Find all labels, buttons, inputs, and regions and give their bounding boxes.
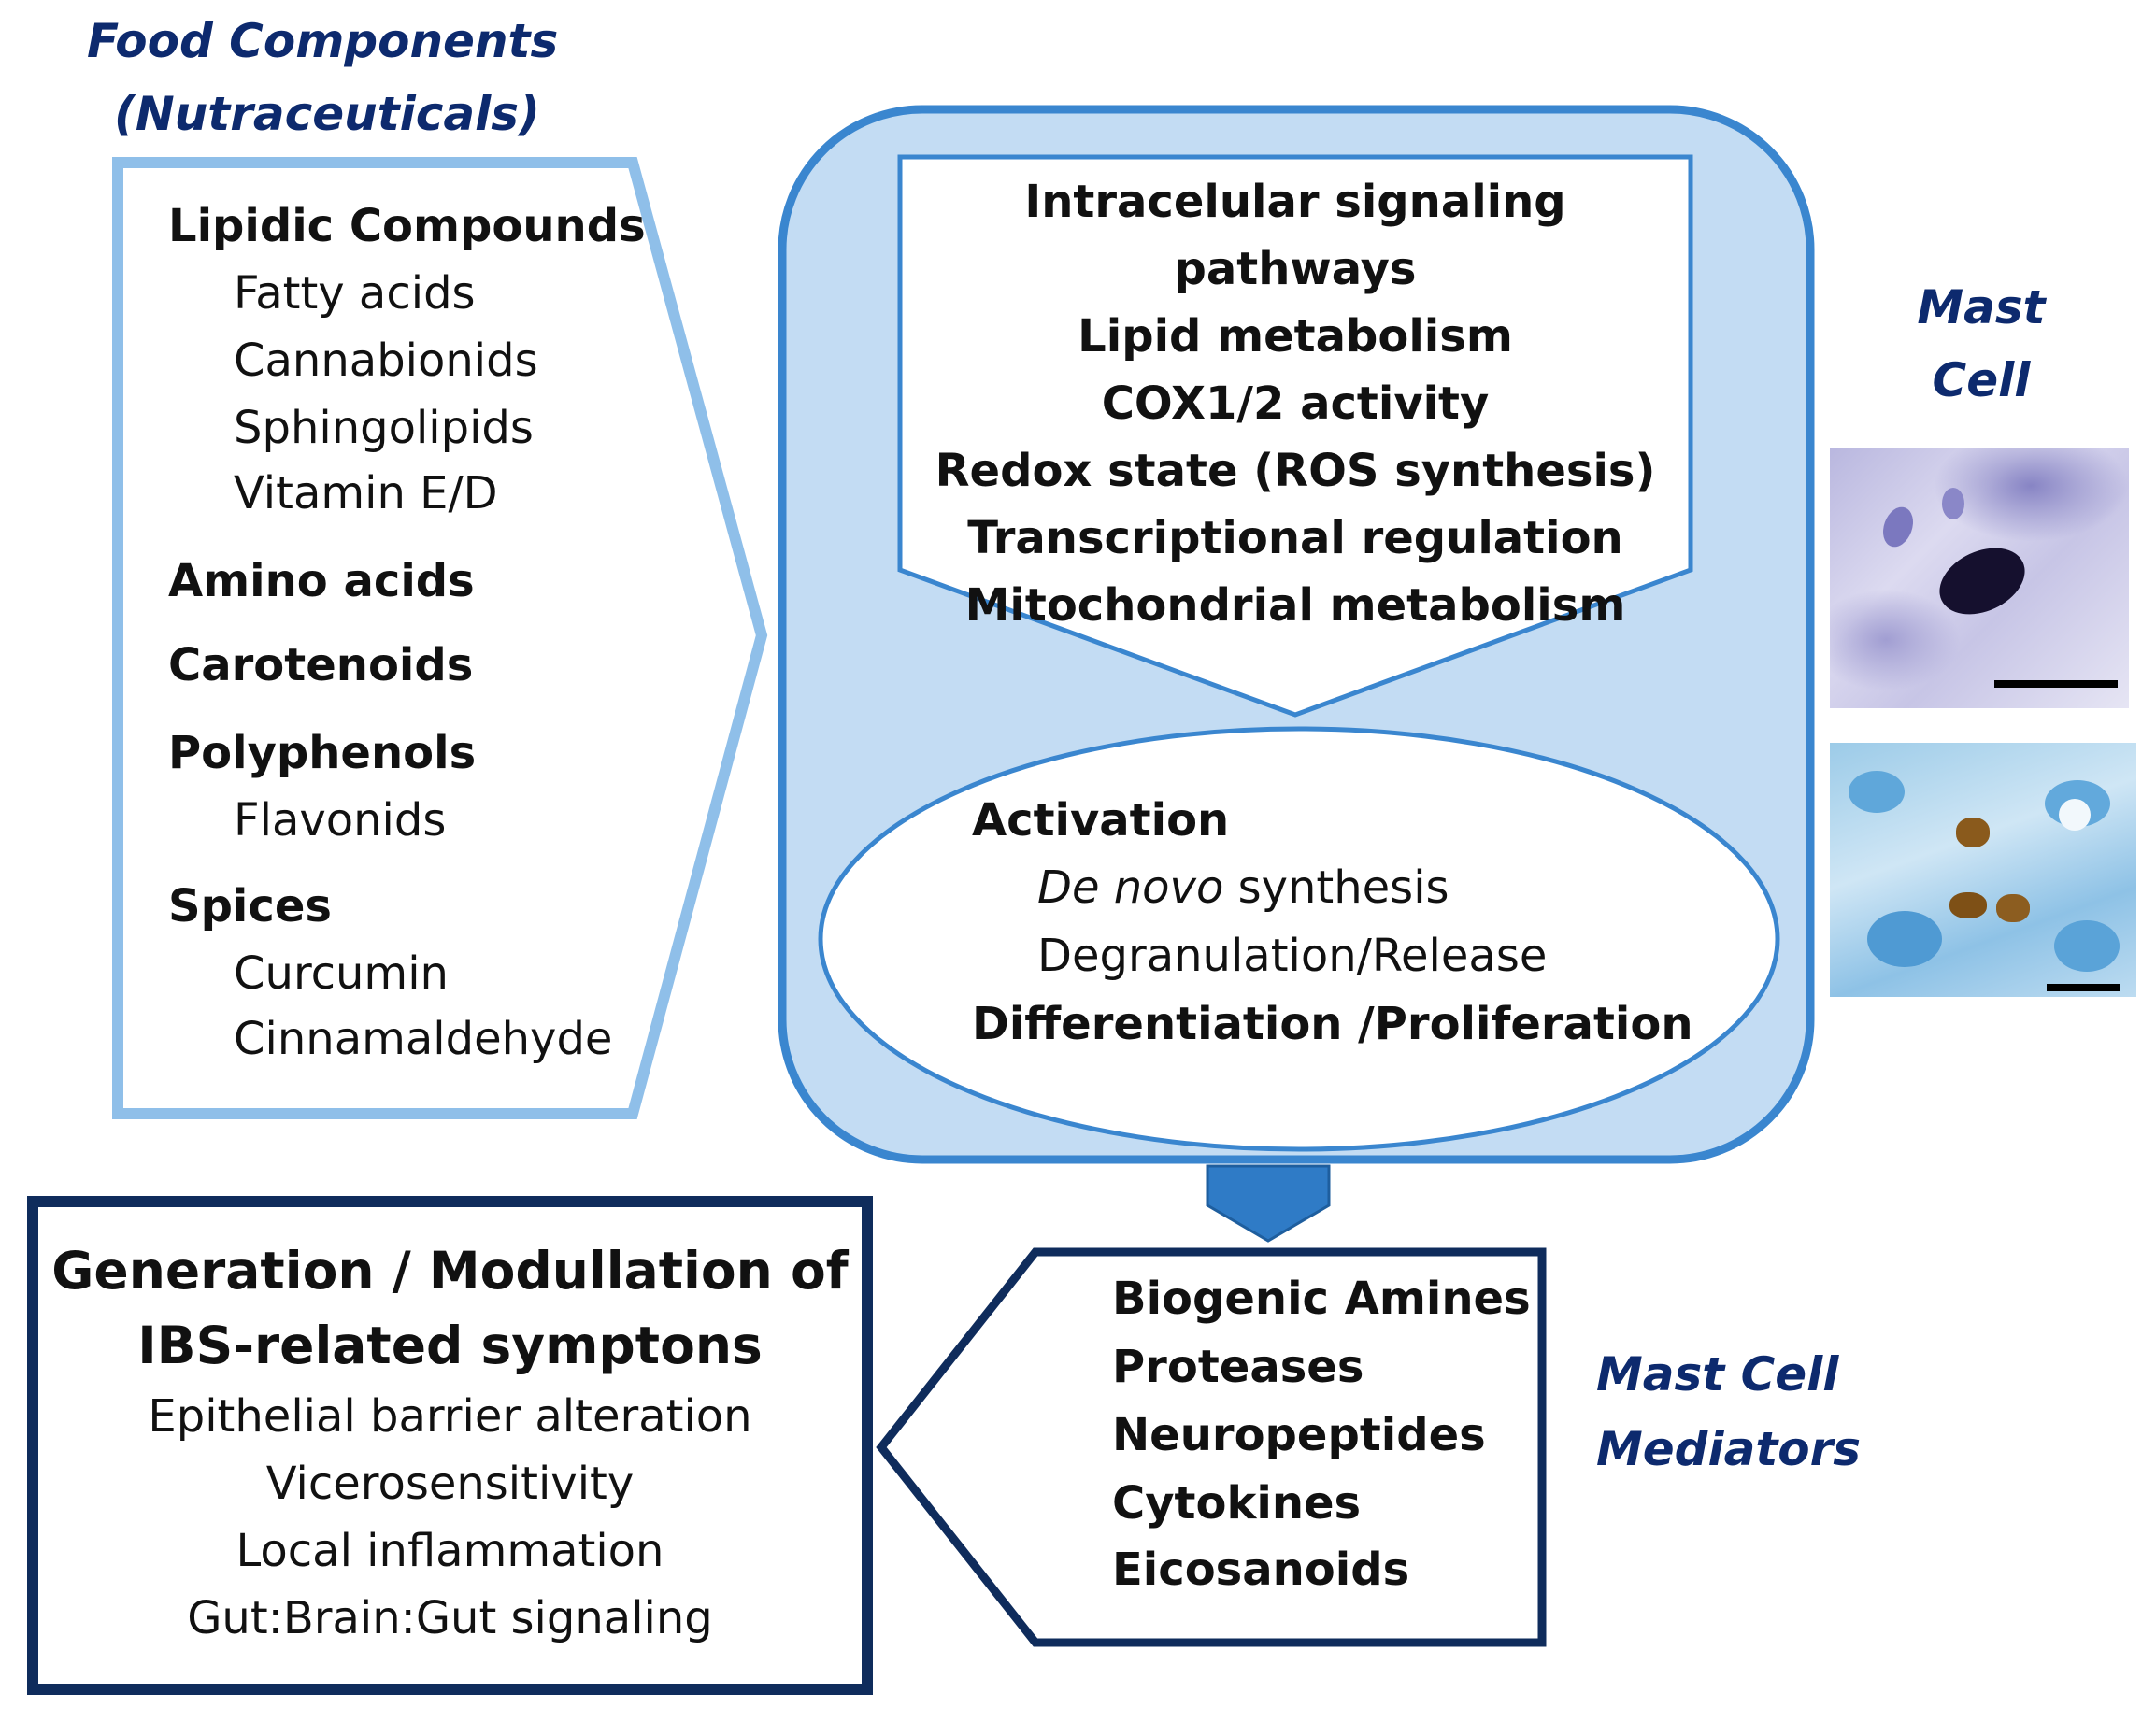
ibs-heading-line1: Generation / Modullation of — [51, 1241, 849, 1301]
mediators-title-line1: Mast Cell — [1596, 1347, 1839, 1402]
food-components-box — [112, 157, 768, 1119]
pathway-mitochondrial: Mitochondrial metabolism — [964, 579, 1626, 632]
ibs-item-epithelial: Epithelial barrier alteration — [148, 1390, 752, 1443]
item-vitamin-ed: Vitamin E/D — [234, 467, 498, 519]
group-heading-carotenoids: Carotenoids — [168, 639, 474, 691]
item-sphingolipids: Sphingolipids — [234, 402, 534, 454]
ibs-heading-line2: IBS-related symptons — [137, 1316, 763, 1375]
cell-shape — [1849, 771, 1905, 813]
ibs-symptoms-box — [27, 1196, 873, 1695]
mediator-cytokines: Cytokines — [1112, 1477, 1362, 1530]
stained-mast-cell — [1996, 894, 2030, 922]
food-components-title-line2: (Nutraceuticals) — [114, 87, 540, 141]
food-components-title-line1: Food Components — [87, 14, 559, 68]
pathway-lipid-metabolism: Lipid metabolism — [1078, 310, 1513, 363]
nucleus-shape — [1942, 488, 1964, 519]
mediator-neuropeptides: Neuropeptides — [1112, 1409, 1486, 1461]
stained-mast-cell — [1949, 892, 1987, 918]
ibs-item-inflammation: Local inflammation — [236, 1525, 664, 1577]
group-heading-amino-acids: Amino acids — [168, 555, 475, 607]
scale-bar — [2047, 984, 2120, 991]
mediator-biogenic-amines: Biogenic Amines — [1112, 1273, 1531, 1325]
pathway-redox-state: Redox state (ROS synthesis) — [935, 445, 1656, 497]
item-cinnamaldehyde: Cinnamaldehyde — [234, 1013, 613, 1065]
stained-mast-cell — [1956, 818, 1990, 847]
down-arrow-icon — [1206, 1164, 1331, 1243]
mediator-eicosanoids: Eicosanoids — [1112, 1544, 1410, 1596]
differentiation-proliferation: Differentiation /Proliferation — [972, 998, 1693, 1050]
scale-bar — [1994, 680, 2118, 688]
de-novo-synthesis: De novo synthesis — [1037, 861, 1449, 914]
pathways-list: Intracelular signaling pathways Lipid me… — [900, 168, 1691, 639]
ibs-text: Generation / Modullation of IBS-related … — [38, 1233, 862, 1652]
group-heading-lipidic: Lipidic Compounds — [168, 200, 646, 252]
nucleus-shape — [1878, 503, 1919, 551]
lumen-shape — [2059, 799, 2091, 831]
item-fatty-acids: Fatty acids — [234, 267, 476, 320]
ibs-item-vicerosensitivity: Vicerosensitivity — [265, 1458, 635, 1510]
group-heading-spices: Spices — [168, 880, 332, 932]
item-cannabionids: Cannabionids — [234, 334, 538, 387]
pathway-cox-activity: COX1/2 activity — [1101, 377, 1490, 430]
mediators-box — [876, 1247, 1547, 1647]
pathway-intracellular: Intracelular signaling pathways — [1024, 176, 1566, 295]
item-curcumin: Curcumin — [234, 947, 449, 1000]
stain-region — [1830, 589, 1961, 691]
mast-cell-title: Mast Cell — [1878, 271, 2084, 417]
mediator-proteases: Proteases — [1112, 1341, 1364, 1393]
degranulation-release: Degranulation/Release — [1037, 930, 1548, 982]
cell-shape — [1867, 911, 1942, 967]
ibs-item-gut-brain: Gut:Brain:Gut signaling — [187, 1592, 713, 1644]
stain-region — [1933, 448, 2129, 542]
mast-cell-micrograph-bottom — [1830, 743, 2136, 997]
mediators-title-line2: Mediators — [1596, 1422, 1862, 1476]
de-novo-italic: De novo — [1037, 861, 1224, 914]
pathway-transcriptional: Transcriptional regulation — [967, 512, 1623, 564]
signaling-pathways-box — [897, 154, 1693, 718]
item-flavonids: Flavonids — [234, 794, 447, 847]
activation-ellipse — [818, 726, 1780, 1152]
cell-shape — [2054, 920, 2120, 972]
activation-heading: Activation — [972, 794, 1230, 847]
de-novo-rest: synthesis — [1223, 861, 1449, 914]
mast-cell-title-line2: Cell — [1932, 353, 2031, 407]
mast-cell-title-line1: Mast — [1917, 280, 2046, 334]
mast-cell-micrograph-top — [1830, 448, 2129, 708]
group-heading-polyphenols: Polyphenols — [168, 727, 477, 779]
